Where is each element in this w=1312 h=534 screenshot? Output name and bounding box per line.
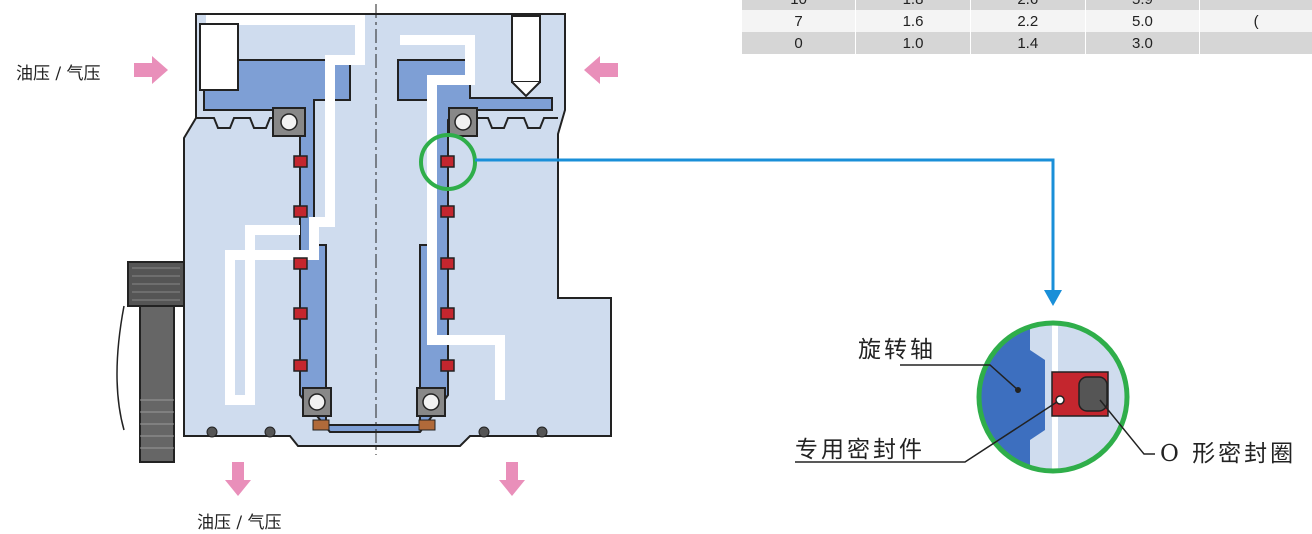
- flow-label-left: 油压 / 气压: [16, 64, 101, 84]
- table-cell: 1.8: [855, 0, 971, 10]
- table-cell: (: [1199, 10, 1312, 32]
- callout-o-ring: O 形密封圈: [1160, 441, 1297, 467]
- callout-special-seal: 专用密封件: [795, 437, 925, 463]
- table-row: 10 1.8 2.6 5.9: [740, 0, 1312, 10]
- table-cell: 0: [740, 32, 856, 54]
- table-cell: 1.0: [855, 32, 971, 54]
- table-cell: 3.0: [1084, 32, 1200, 54]
- table-cell: 2.2: [969, 10, 1086, 32]
- table-cell: [1199, 0, 1312, 10]
- table-cell: [1199, 32, 1312, 54]
- table-row: 7 1.6 2.2 5.0 (: [740, 10, 1312, 32]
- table-row: 0 1.0 1.4 3.0: [740, 32, 1312, 54]
- table-cell: 5.0: [1084, 10, 1200, 32]
- flow-label-bottom: 油压 / 气压: [197, 513, 282, 533]
- spec-table: 10 1.8 2.6 5.9 7 1.6 2.2 5.0 ( 0 1.0 1.4…: [740, 0, 1312, 54]
- table-cell: 1.4: [969, 32, 1086, 54]
- table-cell: 5.9: [1084, 0, 1200, 10]
- table-cell: 2.6: [969, 0, 1086, 10]
- table-cell: 7: [740, 10, 856, 32]
- callout-shaft: 旋转轴: [858, 337, 936, 363]
- table-cell: 10: [740, 0, 856, 10]
- table-cell: 1.6: [855, 10, 971, 32]
